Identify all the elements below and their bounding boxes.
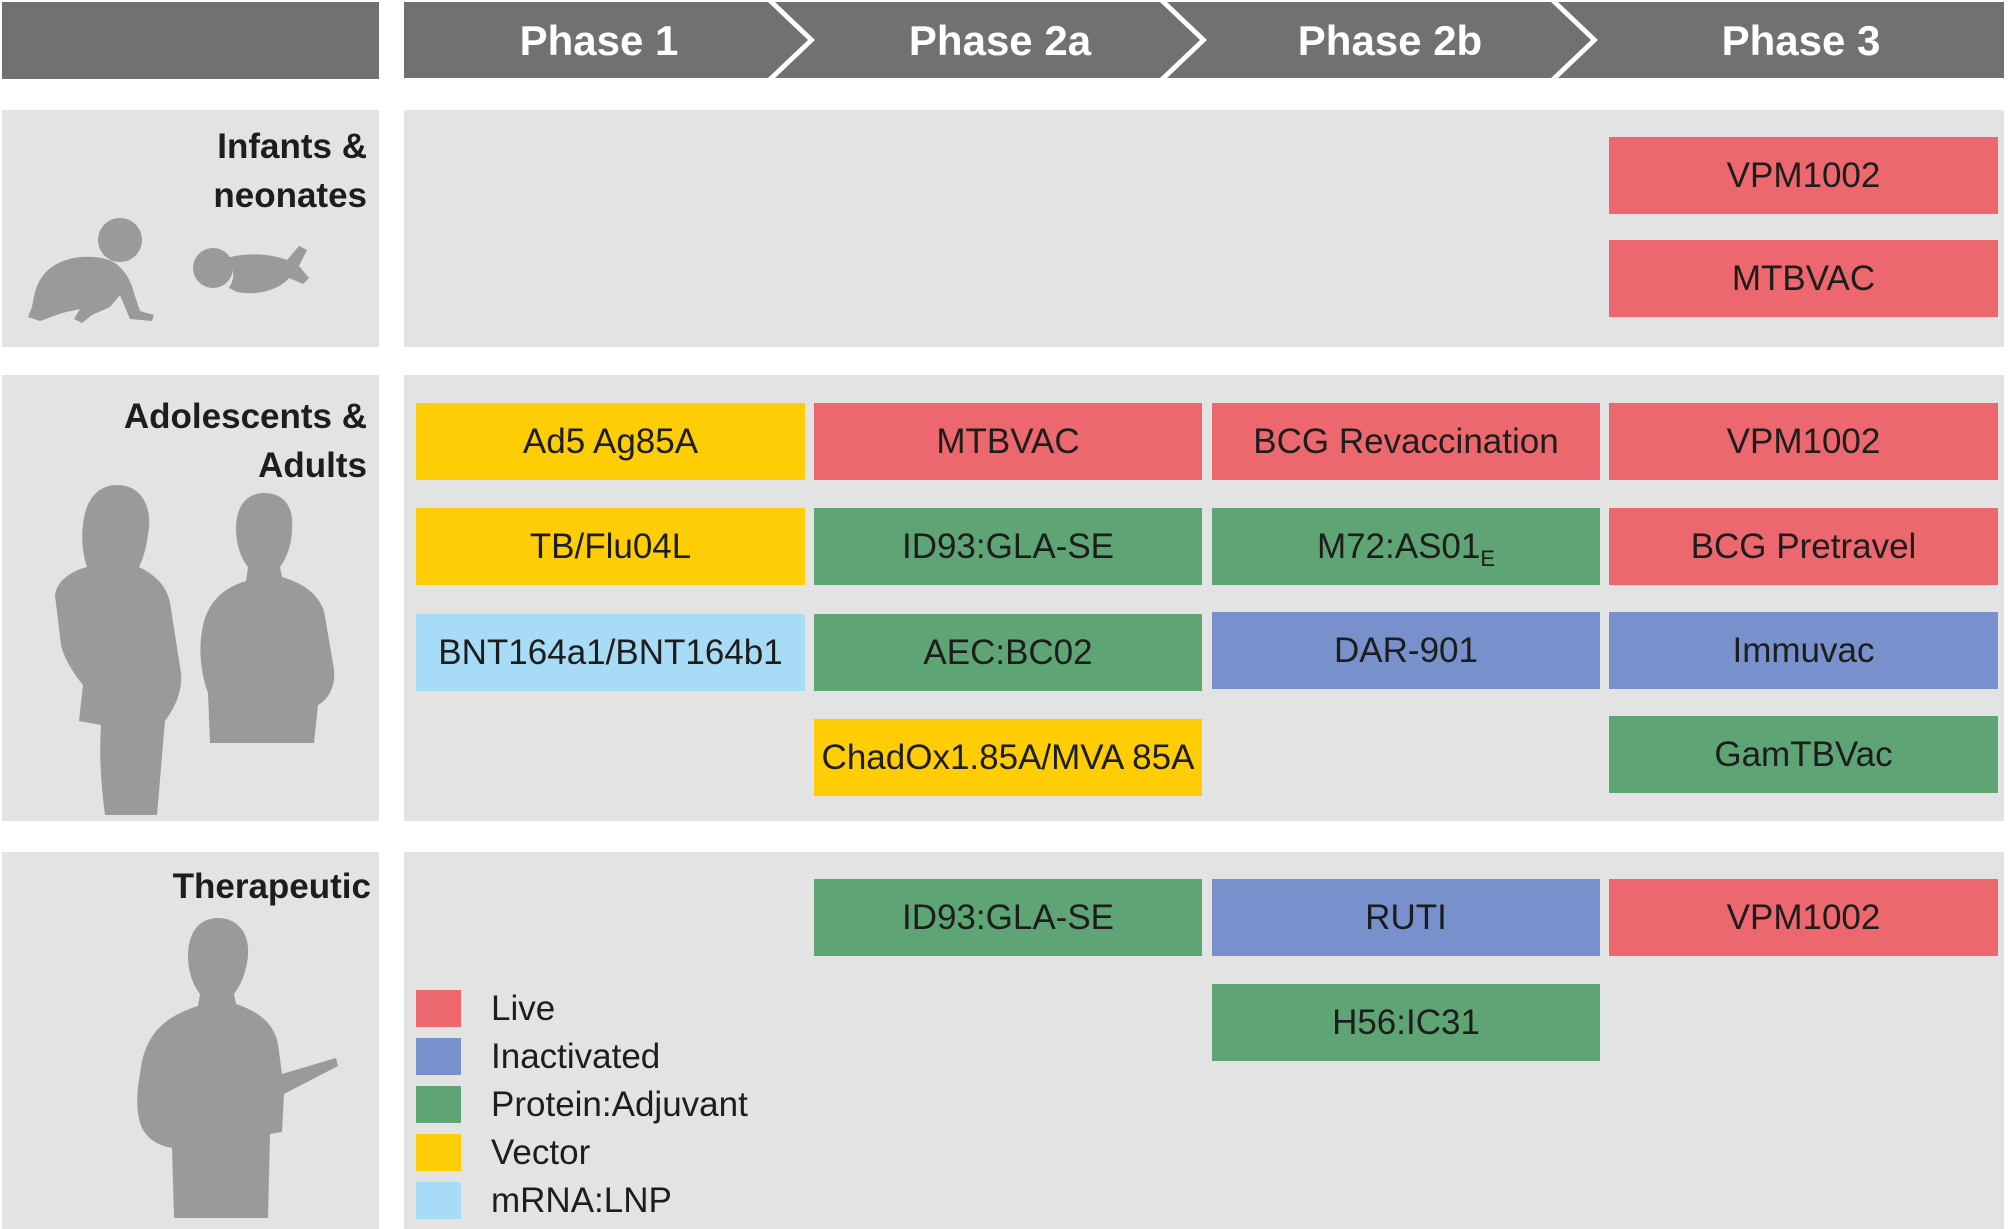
adults-phase2a-vaccine: AEC:BC02 — [814, 614, 1202, 691]
adults-phase2a-vaccine: ChadOx1.85A/MVA 85A — [814, 719, 1202, 796]
phase-2a-arrow — [775, 2, 1200, 78]
adults-phase3-vaccine: Immuvac — [1609, 612, 1998, 689]
phase-1-label: Phase 1 — [519, 17, 679, 64]
legend-label-vector: Vector — [491, 1133, 591, 1172]
adults-phase2a-vaccine: MTBVAC — [814, 403, 1202, 480]
adults-phase3-vaccine: GamTBVac — [1609, 716, 1998, 793]
phase-2b-label: Phase 2b — [1297, 17, 1483, 64]
adults-phase3-vaccine: VPM1002 — [1609, 403, 1998, 480]
legend-label-live: Live — [491, 989, 556, 1028]
infants-group-label: Infants & neonates — [213, 127, 367, 215]
adults-phase2a-vaccine: ID93:GLA-SE — [814, 508, 1202, 585]
legend-label-inactivated: Inactivated — [491, 1037, 661, 1076]
man-silhouette-icon — [200, 493, 335, 743]
adults-group-label: Adolescents & Adults — [123, 397, 367, 485]
adults-phase1-vaccine: TB/Flu04L — [416, 508, 805, 585]
phase-2a-label: Phase 2a — [908, 17, 1092, 64]
adults-phase2b-vaccine: BCG Revaccination — [1212, 403, 1600, 480]
infants-phase3-vaccine: MTBVAC — [1609, 240, 1998, 317]
adults-phase3-vaccine: BCG Pretravel — [1609, 508, 1998, 585]
therapeutic-phase2b-vaccine: H56:IC31 — [1212, 984, 1600, 1061]
patient-silhouette-icon — [137, 918, 338, 1218]
infants-label-panel: Infants & neonates — [2, 110, 379, 347]
adults-phase1-vaccine: BNT164a1/BNT164b1 — [416, 614, 805, 691]
legend-swatch-protein-adjuvant — [416, 1086, 461, 1123]
infants-phase3-vaccine: VPM1002 — [1609, 137, 1998, 214]
legend-swatch-live — [416, 990, 461, 1027]
therapeutic-label-panel: Therapeutic — [2, 852, 379, 1229]
adults-phase2b-vaccine: DAR-901 — [1212, 612, 1600, 689]
therapeutic-phase2a-vaccine: ID93:GLA-SE — [814, 879, 1202, 956]
phase-3-arrow — [1558, 2, 2004, 78]
phase-arrow-bar — [404, 2, 2004, 78]
woman-silhouette-icon — [55, 485, 182, 815]
newborn-icon — [193, 246, 309, 294]
adults-label-panel: Adolescents & Adults — [2, 375, 379, 821]
legend-swatch-vector — [416, 1134, 461, 1171]
therapeutic-phase3-vaccine: VPM1002 — [1609, 879, 1998, 956]
therapeutic-phase2b-vaccine: RUTI — [1212, 879, 1600, 956]
legend-label-mrna-lnp: mRNA:LNP — [491, 1181, 672, 1220]
subscript-e: E — [1480, 546, 1496, 571]
phase-3-label: Phase 3 — [1721, 17, 1881, 64]
phase-2b-arrow — [1167, 2, 1591, 78]
legend-label-protein-adjuvant: Protein:Adjuvant — [491, 1085, 748, 1124]
crawling-baby-icon — [28, 218, 154, 323]
phase-1-arrow — [404, 2, 808, 78]
legend-swatch-inactivated — [416, 1038, 461, 1075]
header-corner — [2, 2, 379, 79]
adults-phase2b-vaccine: M72:AS01E — [1212, 508, 1600, 585]
therapeutic-group-label: Therapeutic — [172, 867, 371, 906]
legend-swatch-mrna-lnp — [416, 1182, 461, 1219]
adults-phase1-vaccine: Ad5 Ag85A — [416, 403, 805, 480]
